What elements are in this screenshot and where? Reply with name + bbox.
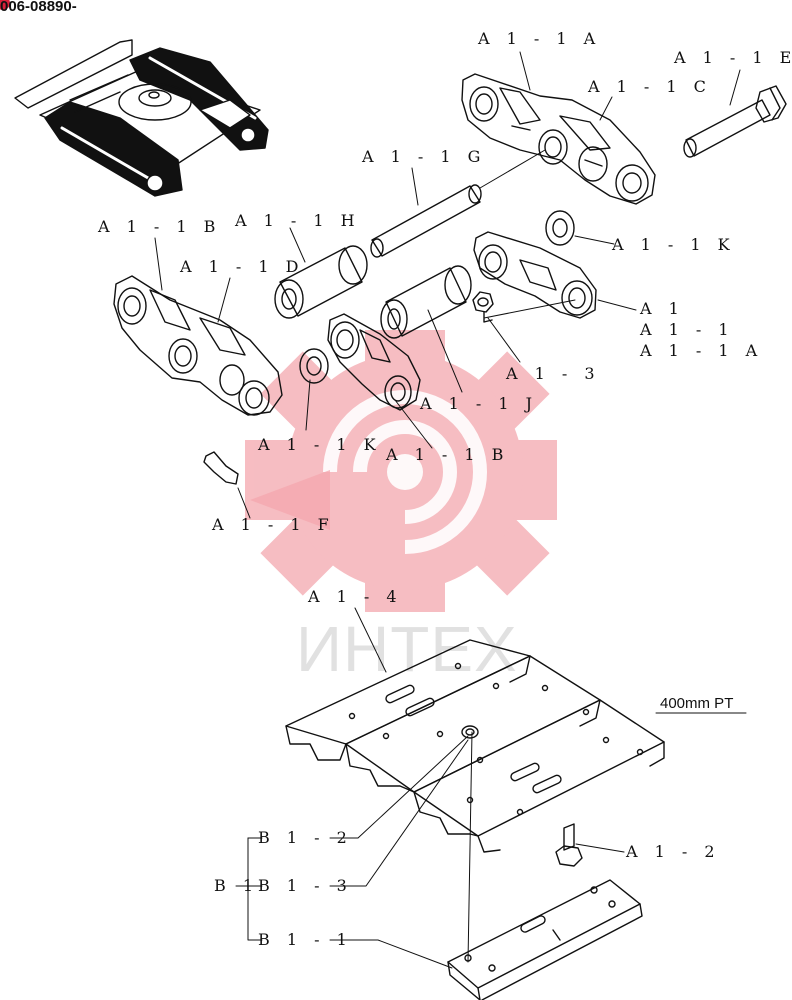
label-a1-1b-center: A 1 - 1 B	[386, 445, 510, 464]
corner-badge-icon	[0, 0, 10, 10]
label-a1-1a-top: A 1 - 1 A	[478, 29, 602, 48]
seal-a1-1k-right	[545, 210, 575, 246]
label-a1-3: A 1 - 3	[506, 364, 601, 383]
label-a1-2: A 1 - 2	[626, 842, 721, 861]
track-link-left	[113, 275, 283, 416]
label-a1-1a-right: A 1 - 1 A	[640, 341, 764, 360]
track-pin-a1-1g	[370, 184, 482, 258]
nut-plate-b1-1	[447, 879, 643, 1000]
track-shoe-a1-4	[285, 639, 665, 853]
leader-lines	[154, 51, 747, 969]
label-a1-4: A 1 - 4	[308, 587, 403, 606]
label-a1-1: A 1 - 1	[640, 320, 735, 339]
label-a1-1k-left: A 1 - 1 K	[258, 435, 382, 454]
label-a1-1g: A 1 - 1 G	[362, 147, 487, 166]
track-link-a1	[473, 231, 597, 319]
track-pin-a1-1e	[683, 85, 787, 158]
watermark-text: ИНТЕХ	[296, 613, 518, 685]
bushing-a1-1j	[380, 265, 472, 339]
label-a1-1c: A 1 - 1 C	[588, 77, 712, 96]
label-a1-1b-left: A 1 - 1 B	[98, 217, 222, 236]
bolt-a1-2	[555, 823, 583, 867]
section-label-400mm-pt: 400mm PT	[660, 695, 734, 712]
nut-a1-3	[472, 291, 494, 323]
label-a1-1j: A 1 - 1 J	[420, 394, 539, 413]
part-code: 006-08890-	[0, 0, 77, 15]
label-a1-1e: A 1 - 1 E	[674, 48, 792, 67]
undercarriage-thumbnail	[14, 39, 269, 197]
label-a1-1d: A 1 - 1 D	[180, 257, 305, 276]
bushing-a1-1h	[274, 245, 368, 319]
label-a1-1k-right: A 1 - 1 K	[612, 235, 736, 254]
label-b1-1: B 1 - 1	[258, 930, 353, 949]
label-b1-3: B 1 - 3	[258, 876, 353, 895]
label-a1: A 1	[640, 299, 685, 318]
label-b1: B 1	[214, 876, 260, 895]
track-link-center	[327, 313, 421, 411]
track-link-upper-right	[461, 73, 656, 205]
label-a1-1f: A 1 - 1 F	[212, 515, 335, 534]
spring-pin-a1-1f	[203, 451, 239, 485]
label-a1-1h: A 1 - 1 H	[235, 211, 361, 230]
seal-a1-1k-left	[299, 348, 329, 384]
label-b1-2: B 1 - 2	[258, 828, 353, 847]
